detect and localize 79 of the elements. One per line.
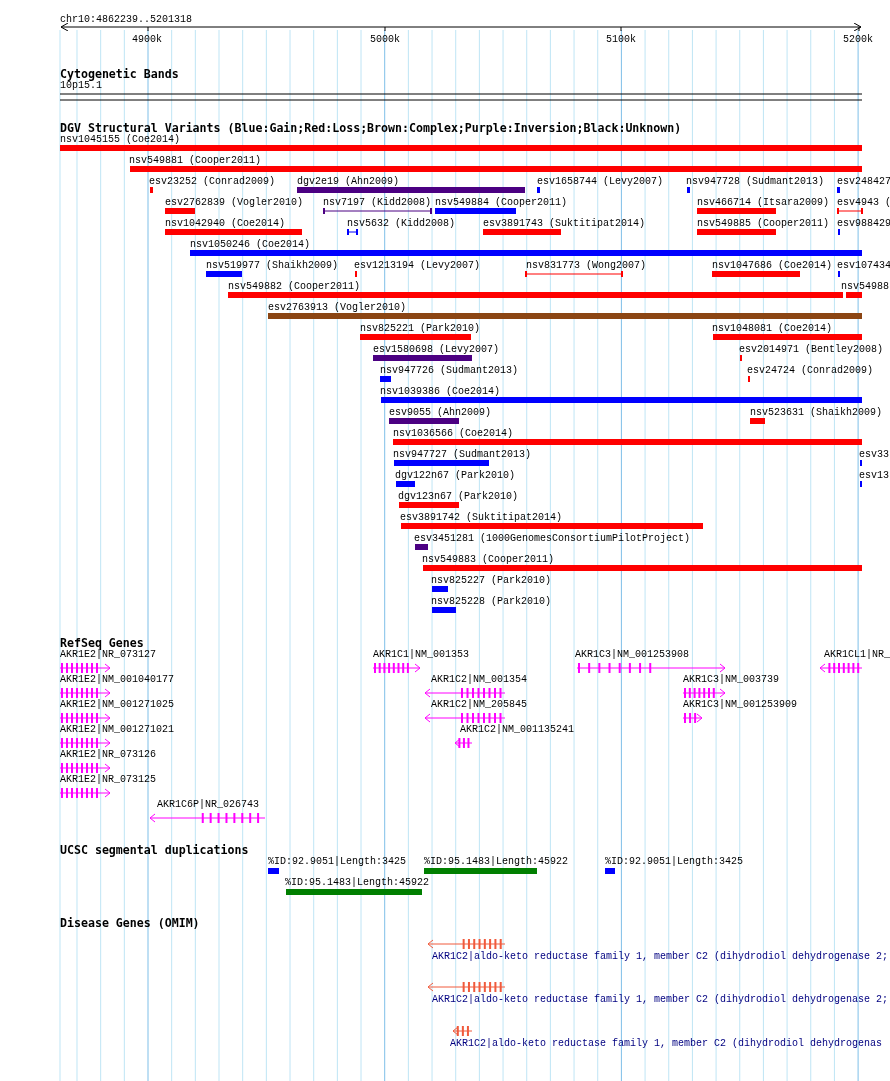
gene-label: AKR1E2|NM_001040177 [60, 674, 175, 686]
track-title: Disease Genes (OMIM) [60, 917, 200, 930]
duplication-label: %ID:95.1483|Length:45922 [285, 877, 430, 889]
variant-label: esv23252 (Conrad2009) [149, 176, 276, 188]
variant-label: nsv1045155 (Coe2014) [60, 134, 181, 146]
variant-label: nsv549885 (Cooper2011) [697, 218, 830, 230]
variant-label: esv248427 [837, 176, 890, 188]
gene-label: AKR1E2|NM_001271021 [60, 724, 175, 736]
variant-label: dgv123n67 (Park2010) [398, 491, 519, 503]
variant-label: nsv5632 (Kidd2008) [347, 218, 456, 230]
track-title: RefSeq Genes [60, 637, 144, 650]
gene-label: AKR1C3|NM_003739 [683, 674, 779, 686]
variant-label: esv3891742 (Suktitipat2014) [400, 512, 563, 524]
variant-label: nsv947727 (Sudmant2013) [393, 449, 532, 461]
track-title: DGV Structural Variants (Blue:Gain;Red:Loss;Brown:Complex;Purple:Inversion;Black:Unknown) [60, 122, 682, 135]
variant-label: nsv1047686 (Coe2014) [712, 260, 833, 272]
variant-label: nsv831773 (Wong2007) [526, 260, 647, 272]
variant-label: esv9055 (Ahn2009) [389, 407, 492, 419]
variant-label: nsv466714 (Itsara2009) [697, 197, 830, 209]
variant-label: esv13 [859, 470, 889, 482]
variant-label: nsv549883 (Cooper2011) [422, 554, 555, 566]
disease-gene-label: AKR1C2|aldo-keto reductase family 1, member C2 (dihydrodiol dehydrogenase 2; [432, 994, 889, 1006]
disease-gene-label: AKR1C2|aldo-keto reductase family 1, member C2 (dihydrodiol dehydrogenas [450, 1038, 883, 1050]
variant-label: nsv7197 (Kidd2008) [323, 197, 432, 209]
gene-label: AKR1E2|NR_073125 [60, 774, 156, 786]
variant-label: dgv2e19 (Ahn2009) [297, 176, 400, 188]
variant-label: esv988429 [837, 218, 890, 230]
axis-tick-label: 5000k [370, 34, 400, 46]
coordinate-label: chr10:4862239..5201318 [60, 14, 193, 26]
variant-label: esv3891743 (Suktitipat2014) [483, 218, 646, 230]
variant-label: nsv549881 (Cooper2011) [129, 155, 262, 167]
duplication-label: %ID:92.9051|Length:3425 [268, 856, 407, 868]
axis-tick-label: 4900k [132, 34, 162, 46]
track-title: Cytogenetic Bands [60, 68, 179, 81]
variant-label: nsv1048081 (Coe2014) [712, 323, 833, 335]
gene-label: AKR1CL1|NR_ [824, 649, 890, 661]
variant-label: esv1213194 (Levy2007) [354, 260, 481, 272]
gene-label: AKR1C6P|NR_026743 [157, 799, 260, 811]
coordinate-label: 10p15.1 [60, 80, 102, 92]
gene-label: AKR1E2|NM_001271025 [60, 699, 175, 711]
variant-label: esv24724 (Conrad2009) [747, 365, 874, 377]
disease-gene-label: AKR1C2|aldo-keto reductase family 1, member C2 (dihydrodiol dehydrogenase 2; [432, 951, 889, 963]
variant-label: esv2763913 (Vogler2010) [268, 302, 407, 314]
variant-label: nsv54988 [841, 281, 889, 293]
variant-label: esv107434 [837, 260, 890, 272]
variant-label: esv2014971 (Bentley2008) [739, 344, 884, 356]
axis-tick-label: 5200k [843, 34, 873, 46]
gene-label: AKR1C2|NM_205845 [431, 699, 527, 711]
duplication-label: %ID:92.9051|Length:3425 [605, 856, 744, 868]
variant-label: nsv549884 (Cooper2011) [435, 197, 568, 209]
variant-label: esv3451281 (1000GenomesConsortiumPilotProject) [414, 533, 691, 545]
variant-label: nsv947726 (Sudmant2013) [380, 365, 519, 377]
gene-label: AKR1C3|NM_001253908 [575, 649, 690, 661]
variant-label: nsv947728 (Sudmant2013) [686, 176, 825, 188]
gene-label: AKR1C2|NM_001354 [431, 674, 527, 686]
variant-label: nsv1036566 (Coe2014) [393, 428, 514, 440]
variant-label: dgv122n67 (Park2010) [395, 470, 516, 482]
gene-label: AKR1E2|NR_073126 [60, 749, 156, 761]
gene-label: AKR1C1|NM_001353 [373, 649, 469, 661]
variant-label: nsv1042940 (Coe2014) [165, 218, 286, 230]
variant-label: esv2762839 (Vogler2010) [165, 197, 304, 209]
gene-label: AKR1C3|NM_001253909 [683, 699, 798, 711]
gene-label: AKR1C2|NM_001135241 [460, 724, 575, 736]
variant-label: nsv519977 (Shaikh2009) [206, 260, 339, 272]
variant-label: nsv1050246 (Coe2014) [190, 239, 311, 251]
variant-label: esv33 [859, 449, 889, 461]
axis-tick-label: 5100k [606, 34, 636, 46]
variant-label: esv4943 ( [837, 197, 890, 209]
variant-label: esv1658744 (Levy2007) [537, 176, 664, 188]
duplication-label: %ID:95.1483|Length:45922 [424, 856, 569, 868]
variant-label: nsv825228 (Park2010) [431, 596, 552, 608]
variant-label: nsv1039386 (Coe2014) [380, 386, 501, 398]
track-title: UCSC segmental duplications [60, 844, 249, 857]
variant-label: esv1580698 (Levy2007) [373, 344, 500, 356]
variant-label: nsv825227 (Park2010) [431, 575, 552, 587]
variant-label: nsv825221 (Park2010) [360, 323, 481, 335]
gene-label: AKR1E2|NR_073127 [60, 649, 156, 661]
variant-label: nsv523631 (Shaikh2009) [750, 407, 883, 419]
variant-label: nsv549882 (Cooper2011) [228, 281, 361, 293]
